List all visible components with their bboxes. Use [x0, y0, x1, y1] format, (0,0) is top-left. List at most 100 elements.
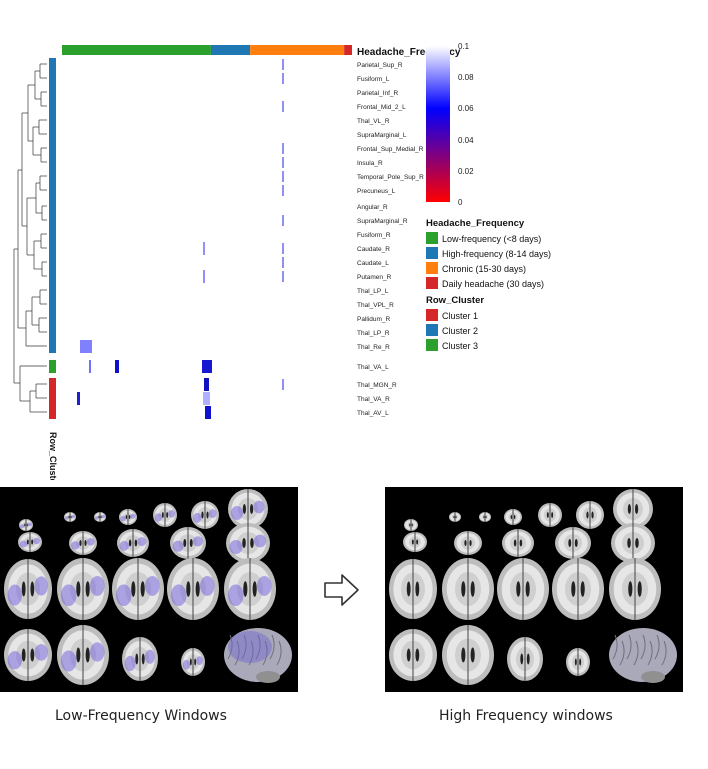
- brain-slice: [224, 558, 276, 620]
- color-scale-tick-label: 0.02: [458, 167, 474, 176]
- row-label: Thal_MGN_R: [357, 382, 397, 389]
- color-scale-legend: 0.10.080.060.040.020: [426, 42, 474, 207]
- brain-3d-render: [609, 628, 677, 683]
- heatmap-cells: [77, 59, 284, 419]
- color-scale-tick-label: 0.06: [458, 104, 474, 113]
- legend-item-label: Cluster 2: [442, 326, 478, 336]
- row-label: Thal_VPL_R: [357, 302, 394, 309]
- legend-item-label: High-frequency (8-14 days): [442, 249, 551, 259]
- caption-high-frequency: High Frequency windows: [439, 708, 613, 724]
- legend-item-label: Chronic (15-30 days): [442, 264, 526, 274]
- column-group-2: [210, 45, 251, 55]
- brain-slice: [497, 558, 549, 620]
- legend-title: Row_Cluster: [426, 295, 484, 306]
- brain-slices-high-frequency: [389, 489, 677, 685]
- heatmap-cell: [282, 157, 284, 168]
- heatmap-cell: [282, 271, 284, 282]
- heatmap-cell: [282, 215, 284, 226]
- brain-slice: [538, 503, 562, 527]
- brain-slice: [389, 559, 437, 619]
- brain-slices-low-frequency: [4, 489, 292, 685]
- row-label: Thal_Re_R: [357, 344, 390, 351]
- legend-swatch: [426, 324, 438, 336]
- heatmap-cell: [203, 270, 205, 283]
- heatmap-cell: [77, 392, 80, 405]
- color-scale-tick-label: 0.04: [458, 136, 474, 145]
- row-cluster-segment-2: [49, 58, 56, 353]
- legend-item-label: Cluster 3: [442, 341, 478, 351]
- row-label: Parietal_Sup_R: [357, 62, 403, 69]
- legend-item-label: Daily headache (30 days): [442, 279, 544, 289]
- brain-slice: [153, 503, 177, 527]
- top-annotation-label: Headache_Frequency: [357, 47, 461, 58]
- brain-slice: [552, 558, 604, 620]
- legend-swatch: [426, 309, 438, 321]
- row-label: Frontal_Mid_2_L: [357, 104, 406, 111]
- row-label: Thal_VA_R: [357, 396, 390, 403]
- heatmap-cell: [80, 340, 92, 353]
- column-group-1: [62, 45, 211, 55]
- row-label: Precuneus_L: [357, 188, 396, 195]
- heatmap-cell: [282, 59, 284, 70]
- heatmap-cell: [282, 379, 284, 390]
- legend-item-label: Cluster 1: [442, 311, 478, 321]
- column-group-4: [344, 45, 352, 55]
- row-label: SupraMarginal_L: [357, 132, 407, 139]
- brain-slice: [57, 558, 109, 620]
- brain-slice: [4, 559, 52, 619]
- legend-title: Headache_Frequency: [426, 218, 525, 229]
- brain-slice: [609, 558, 661, 620]
- brain-slice: [57, 625, 109, 685]
- brain-3d-render: [224, 628, 292, 683]
- brain-slice: [576, 501, 604, 529]
- heatmap-cell: [203, 242, 205, 255]
- brain-slice: [502, 529, 534, 557]
- legend-swatch: [426, 339, 438, 351]
- brain-slice: [18, 532, 42, 552]
- brain-slice: [504, 509, 522, 525]
- heatmap-cell: [282, 101, 284, 112]
- legend-swatch: [426, 232, 438, 244]
- brain-slice: [4, 629, 52, 681]
- brain-slice: [442, 558, 494, 620]
- row-label: Thal_AV_L: [357, 410, 389, 417]
- brain-slice: [167, 558, 219, 620]
- brain-slice: [389, 629, 437, 681]
- heatmap-cell: [89, 360, 91, 373]
- row-cluster-axis-label: Row_Cluster: [48, 432, 58, 480]
- brain-slice: [611, 523, 655, 563]
- row-labels: Parietal_Sup_RFusiform_LParietal_Inf_RFr…: [357, 62, 424, 417]
- brain-slice: [228, 489, 268, 529]
- brain-slice: [181, 648, 205, 676]
- brain-slice: [112, 558, 164, 620]
- row-label: Pallidum_R: [357, 316, 391, 323]
- brain-panel-low-frequency: [0, 487, 298, 692]
- row-label: Thal_LP_L: [357, 288, 389, 295]
- brain-slice: [122, 637, 158, 681]
- legend-item-label: Low-frequency (<8 days): [442, 234, 541, 244]
- row-label: SupraMarginal_R: [357, 218, 408, 225]
- brain-slice: [94, 512, 106, 522]
- brain-slice: [613, 489, 653, 529]
- row-label: Fusiform_L: [357, 76, 390, 83]
- brain-slice: [507, 637, 543, 681]
- row-label: Insula_R: [357, 160, 383, 167]
- heatmap-cell: [282, 243, 284, 254]
- row-label: Fusiform_R: [357, 232, 391, 239]
- heatmap-cell: [115, 360, 119, 373]
- row-label: Temporal_Pole_Sup_R: [357, 174, 424, 181]
- row-cluster-bar: [49, 58, 56, 419]
- brain-slice: [479, 512, 491, 522]
- legend-swatch: [426, 247, 438, 259]
- heatmap-cell: [202, 360, 212, 373]
- brain-slice: [449, 512, 461, 522]
- column-annotation-bar: [62, 45, 352, 55]
- row-cluster-segment-1: [49, 378, 56, 419]
- brain-slice: [19, 519, 33, 531]
- color-scale-tick-label: 0.08: [458, 73, 474, 82]
- brain-slice: [170, 527, 206, 559]
- row-dendrogram: [13, 63, 47, 413]
